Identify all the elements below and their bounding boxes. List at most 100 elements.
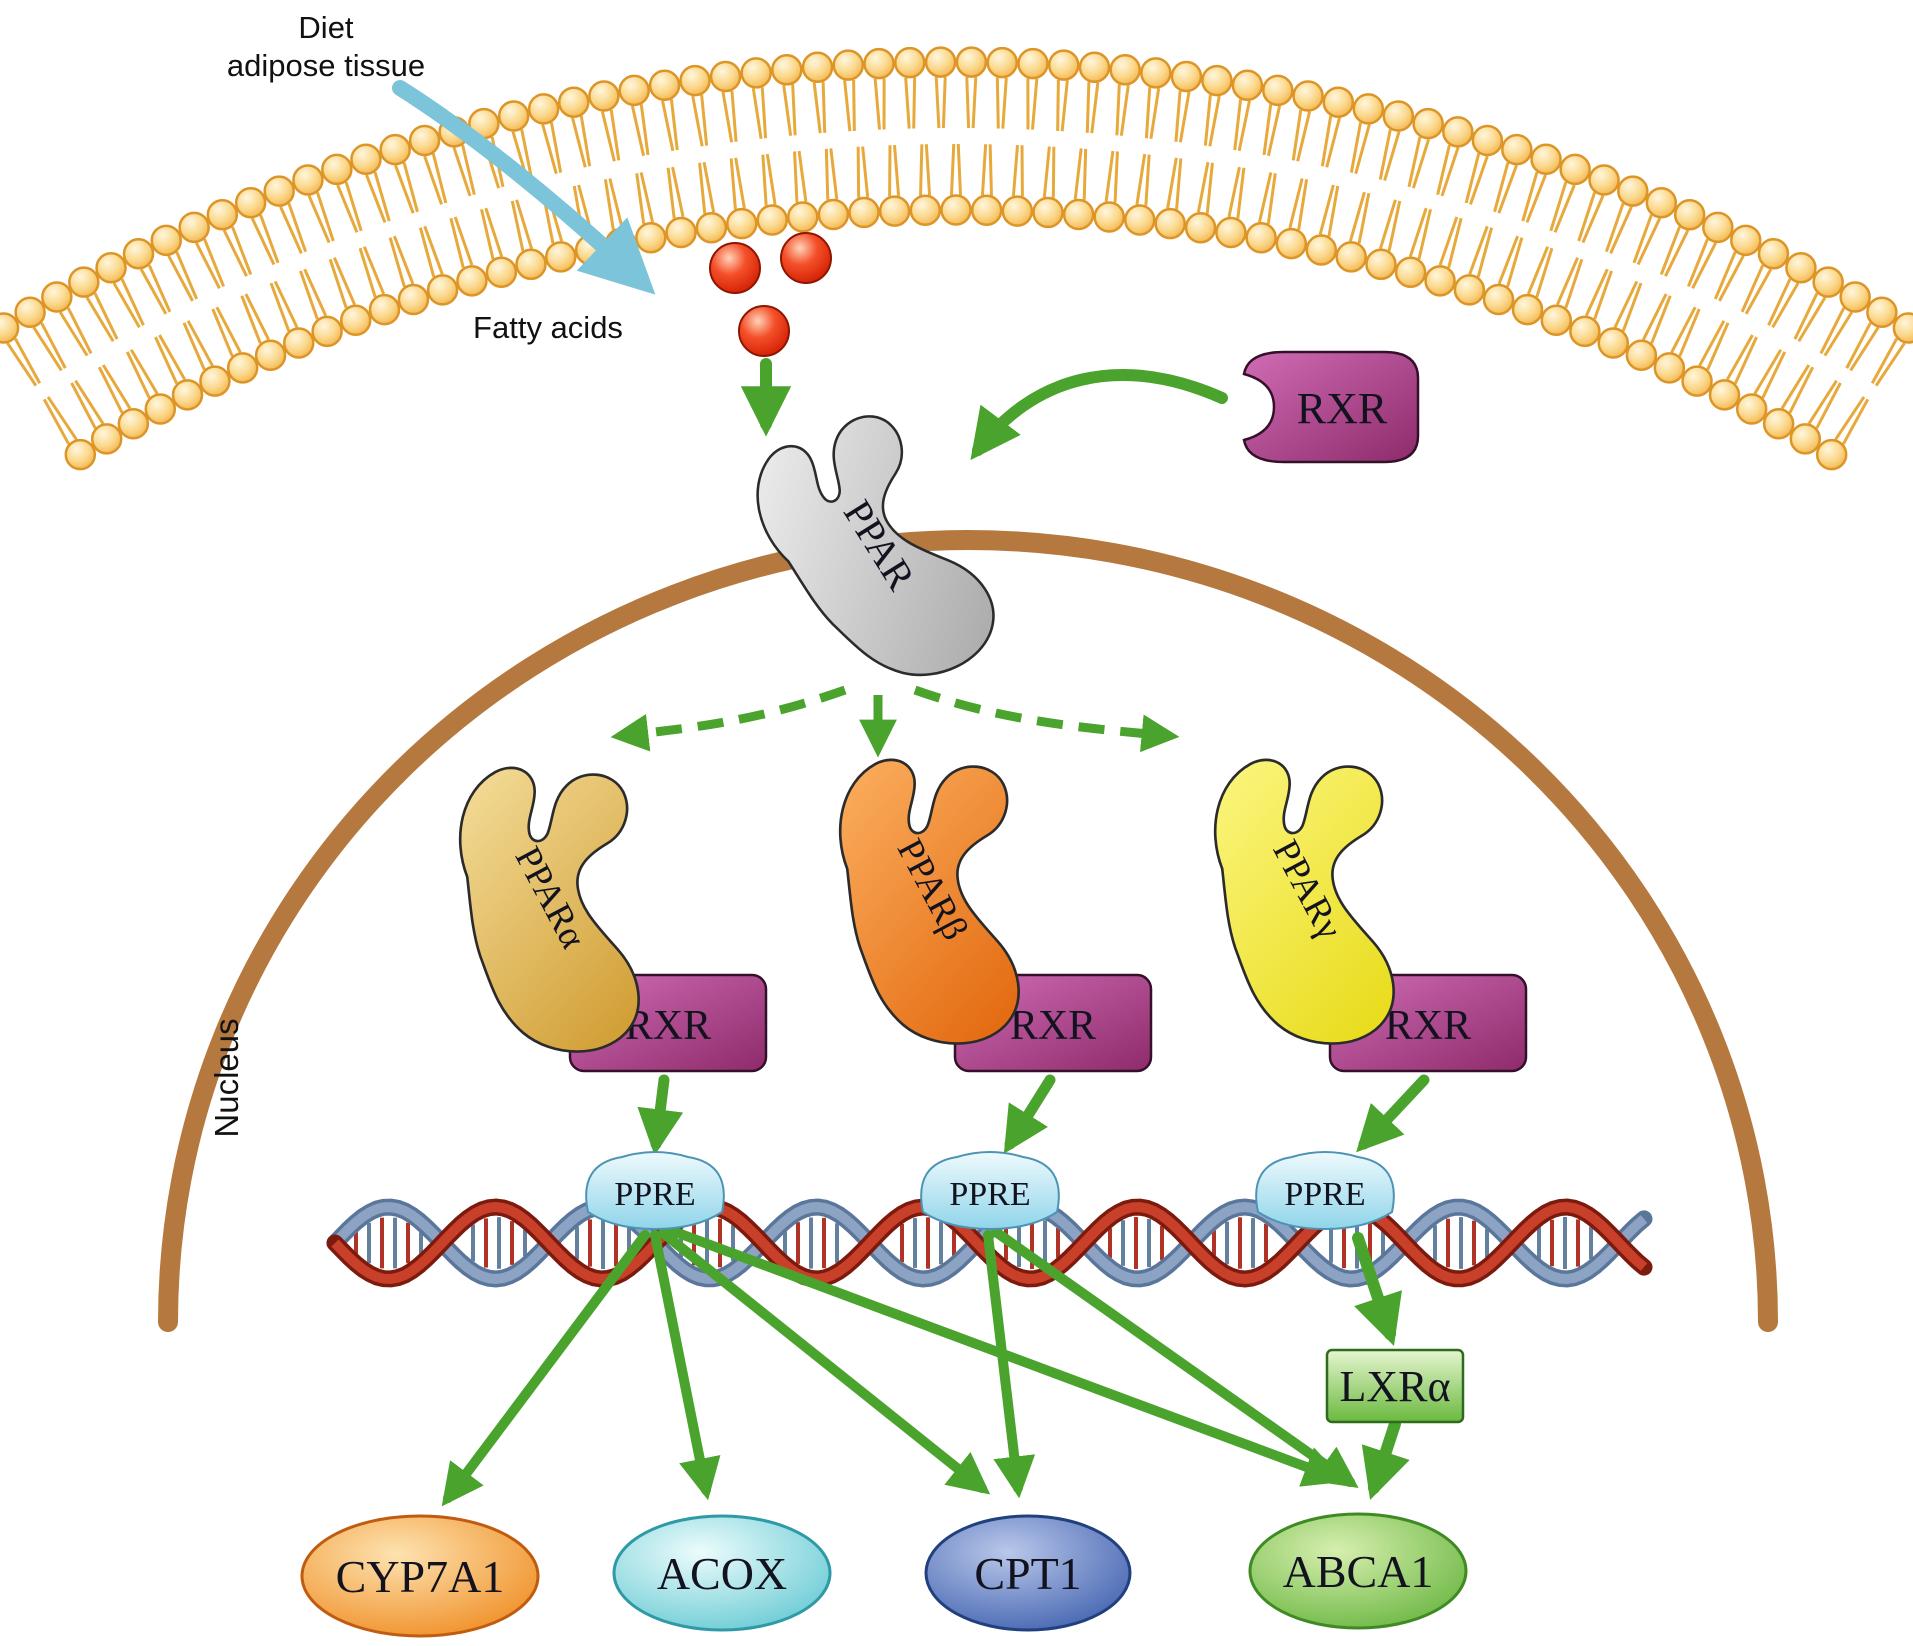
lipid-head-icon	[1569, 315, 1601, 348]
lipid-tail-icon	[1670, 306, 1697, 354]
lipid-tail-icon	[1733, 336, 1758, 385]
lipid-tail-icon	[980, 144, 988, 196]
lipid-tail-icon	[1807, 379, 1838, 425]
lipid-tail-icon	[1011, 144, 1019, 197]
lipid-tail-icon	[40, 322, 67, 369]
lipid-tail-icon	[344, 181, 363, 232]
lipid-tail-icon	[125, 351, 151, 399]
lipid-tail-icon	[1196, 161, 1210, 213]
ppre3-label: PPRE	[1284, 1176, 1365, 1213]
lipid-tail-icon	[1257, 172, 1273, 223]
lipid-tail-icon	[1378, 129, 1392, 180]
lipid-tail-icon	[484, 207, 504, 258]
lipid-tail-icon	[1604, 202, 1625, 253]
lipid-tail-icon	[46, 396, 78, 441]
lipid-tail-icon	[449, 217, 465, 269]
lipid-tail-icon	[829, 148, 839, 200]
gene-abca1-node: ABCA1	[1248, 1512, 1468, 1630]
lipid-head-icon	[1017, 47, 1049, 80]
lipid-head-icon	[122, 238, 155, 270]
ppar-to-gamma-dashed-arrow	[913, 685, 1180, 753]
lipid-head-icon	[1708, 379, 1741, 411]
lipid-tail-icon	[912, 77, 917, 129]
lipid-tail-icon	[1320, 115, 1333, 167]
lipid-tail-icon	[721, 91, 734, 143]
lipid-head-icon	[695, 212, 728, 244]
lipid-head-icon	[456, 265, 488, 297]
lipid-tail-icon	[392, 235, 415, 285]
lipid-head-icon	[1262, 74, 1294, 107]
nucleus-label: Nucleus	[208, 1018, 245, 1137]
lipid-tail-icon	[1030, 78, 1039, 130]
lipid-tail-icon	[1549, 181, 1568, 232]
lipid-tail-icon	[1440, 147, 1460, 197]
lipid-tail-icon	[1056, 79, 1060, 131]
lipid-tail-icon	[240, 295, 262, 344]
lipid-tail-icon	[1553, 184, 1576, 233]
lipid-tail-icon	[70, 382, 97, 429]
lipid-tail-icon	[1687, 238, 1709, 288]
lipid-tail-icon	[1318, 184, 1335, 235]
lipid-head-icon	[68, 266, 100, 298]
lipid-head-icon	[1231, 69, 1264, 101]
lipid-tail-icon	[250, 217, 276, 266]
lipid-tail-icon	[1845, 322, 1872, 369]
lipid-tail-icon	[1205, 162, 1214, 214]
lipid-head-icon	[1382, 100, 1415, 132]
lipid-tail-icon	[1237, 100, 1251, 152]
lipid-head-icon	[1815, 438, 1848, 471]
lipid-tail-icon	[101, 364, 132, 410]
cell-membrane	[0, 46, 1913, 471]
lipid-tail-icon	[259, 214, 280, 264]
lipid-tail-icon	[269, 282, 291, 332]
lipid-tail-icon	[1678, 308, 1701, 357]
fatty-acid-ball	[780, 232, 832, 284]
lipid-tail-icon	[1834, 396, 1866, 441]
lipid-tail-icon	[893, 144, 901, 197]
lipid-head-icon	[940, 194, 972, 226]
lipid-tail-icon	[600, 111, 616, 162]
lipid-tail-icon	[1383, 131, 1401, 182]
rxr-alpha-to-ppre-arrow	[637, 1074, 684, 1156]
lipid-head-icon	[368, 293, 401, 326]
ppre-site-2: PPRE	[920, 1151, 1060, 1230]
lipid-tail-icon	[328, 258, 348, 309]
lipid-head-icon	[618, 74, 650, 107]
cyp7a1-label: CYP7A1	[336, 1551, 505, 1602]
lipid-tail-icon	[950, 143, 956, 196]
ppre-site-1: PPRE	[585, 1151, 725, 1230]
lipid-head-icon	[832, 49, 864, 81]
lipid-head-icon	[726, 207, 758, 240]
lipid-tail-icon	[1521, 171, 1539, 222]
lipid-head-icon	[970, 194, 1003, 227]
lipid-tail-icon	[904, 77, 911, 129]
lipid-head-icon	[1170, 60, 1203, 93]
lipid-tail-icon	[1464, 153, 1481, 204]
lipid-head-icon	[1866, 296, 1898, 328]
lipid-tail-icon	[861, 146, 870, 198]
lipid-tail-icon	[42, 398, 71, 445]
lipid-head-icon	[1735, 393, 1768, 425]
lipid-head-icon	[1812, 266, 1844, 298]
ppre-site-3: PPRE	[1255, 1151, 1395, 1230]
lipid-head-icon	[1645, 186, 1678, 219]
lipid-tail-icon	[1296, 111, 1312, 162]
lipid-tail-icon	[1793, 292, 1819, 340]
rxr-to-ppar-arrow	[970, 369, 1228, 461]
lipid-tail-icon	[1436, 144, 1451, 196]
lipid-head-icon	[924, 46, 957, 78]
lipid-tail-icon	[1613, 280, 1639, 329]
lipid-tail-icon	[1407, 136, 1422, 188]
lipid-tail-icon	[1874, 342, 1906, 387]
lipid-head-icon	[226, 352, 259, 384]
lipid-tail-icon	[1691, 242, 1718, 289]
lipid-tail-icon	[549, 122, 563, 173]
lipid-tail-icon	[635, 173, 646, 225]
lxr-box	[1325, 1348, 1465, 1424]
lipid-tail-icon	[1438, 216, 1459, 266]
lipid-head-icon	[311, 315, 343, 348]
lipid-head-icon	[1482, 283, 1515, 316]
rxr-top-label: RXR	[1297, 384, 1388, 433]
lipid-tail-icon	[423, 155, 443, 205]
